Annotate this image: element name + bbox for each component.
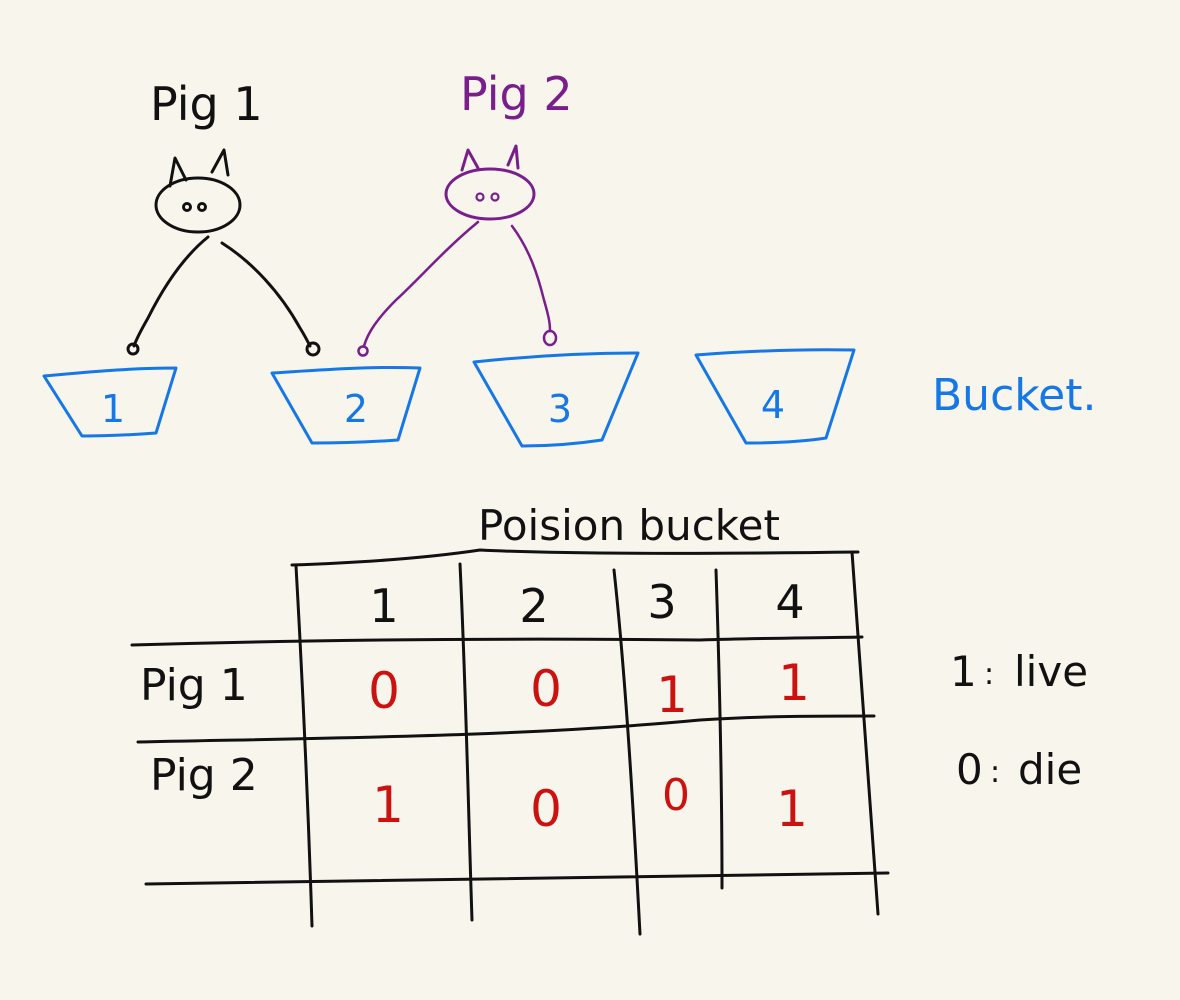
legend-meaning-die: die bbox=[1018, 745, 1082, 794]
pig-2-face-icon bbox=[444, 144, 536, 221]
pig-1-face-icon bbox=[154, 148, 242, 234]
table-grid bbox=[130, 548, 890, 936]
bucket-3-number: 3 bbox=[548, 387, 572, 431]
legend-key-die: 0 bbox=[956, 745, 983, 794]
cell-pig1-bucket2: 0 bbox=[530, 660, 562, 718]
pig-1-label: Pig 1 bbox=[150, 77, 263, 131]
column-header-2: 2 bbox=[519, 579, 548, 633]
bucket-4: 4 bbox=[694, 348, 856, 445]
pig-2-link-end-3 bbox=[542, 329, 558, 347]
bucket-3: 3 bbox=[472, 351, 640, 448]
legend-item-live: 1 : live bbox=[950, 647, 1088, 696]
bucket-label: Bucket. bbox=[932, 370, 1096, 421]
legend-sep-live: : bbox=[984, 657, 994, 692]
pig-1-link-end-2 bbox=[305, 341, 321, 357]
column-header-4: 4 bbox=[775, 575, 804, 629]
legend-meaning-live: live bbox=[1014, 647, 1088, 696]
pig-2-link-bucket-3 bbox=[510, 224, 552, 332]
bucket-1: 1 bbox=[42, 366, 178, 438]
bucket-1-outline bbox=[42, 366, 178, 438]
legend-item-die: 0 : die bbox=[956, 745, 1082, 794]
pig-1-link-bucket-1 bbox=[132, 235, 210, 348]
row-label-pig-1: Pig 1 bbox=[140, 660, 248, 711]
cell-pig2-bucket2: 0 bbox=[530, 780, 562, 838]
cell-pig2-bucket3: 0 bbox=[662, 770, 690, 821]
bucket-1-number: 1 bbox=[101, 387, 125, 431]
pig-1-link-end-1 bbox=[126, 342, 140, 356]
bucket-4-outline bbox=[694, 348, 856, 445]
bucket-2-number: 2 bbox=[344, 387, 368, 431]
legend: 1 : live 0 : die bbox=[950, 647, 1088, 794]
legend-sep-die: : bbox=[990, 755, 1000, 790]
cell-pig2-bucket1: 1 bbox=[372, 776, 404, 834]
pig-1-link-bucket-2 bbox=[220, 241, 312, 348]
bucket-4-number: 4 bbox=[761, 383, 785, 427]
cell-pig1-bucket4: 1 bbox=[778, 654, 810, 712]
pig-2-label: Pig 2 bbox=[460, 67, 573, 121]
bucket-row: 1 2 3 4 Bucket. bbox=[42, 348, 1096, 448]
pig-1: Pig 1 bbox=[126, 77, 321, 357]
bucket-2: 2 bbox=[270, 365, 422, 445]
cell-pig1-bucket1: 0 bbox=[368, 662, 400, 720]
poison-table: Poision bucket 1 2 3 4 Pig 1 0 0 1 1 Pig… bbox=[130, 501, 890, 936]
bucket-3-outline bbox=[472, 351, 640, 448]
bucket-2-outline bbox=[270, 365, 422, 445]
pig-2-link-end-2 bbox=[357, 345, 369, 357]
row-label-pig-2: Pig 2 bbox=[150, 750, 258, 801]
cell-pig1-bucket3: 1 bbox=[656, 666, 688, 724]
cell-pig2-bucket4: 1 bbox=[776, 780, 808, 838]
pig-2: Pig 2 bbox=[357, 67, 573, 357]
table-title: Poision bucket bbox=[478, 501, 780, 550]
column-header-3: 3 bbox=[647, 575, 676, 629]
column-header-1: 1 bbox=[369, 579, 398, 633]
legend-key-live: 1 bbox=[950, 647, 977, 696]
pig-2-link-bucket-2 bbox=[362, 220, 480, 348]
